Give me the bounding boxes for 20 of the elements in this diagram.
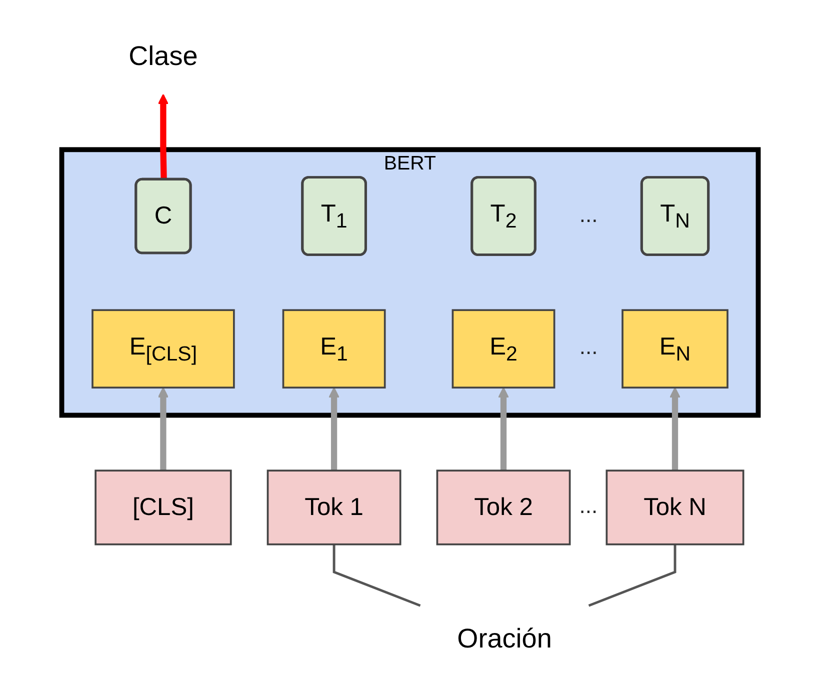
connector bbox=[588, 544, 676, 606]
arrow bbox=[158, 93, 169, 180]
node-box: E$_{[CLS]}$ bbox=[92, 308, 235, 388]
connector bbox=[332, 544, 421, 606]
node-box: E$_{N}$ bbox=[622, 308, 728, 388]
arrow bbox=[158, 386, 169, 470]
node-box: [CLS] bbox=[94, 469, 232, 545]
arrow bbox=[328, 386, 340, 470]
arrow bbox=[498, 386, 509, 470]
node-box: E$_{2}$ bbox=[452, 308, 556, 388]
node-text: Clase bbox=[128, 40, 198, 70]
node-box: Tok 2 bbox=[436, 469, 571, 545]
node-text: Oración bbox=[457, 622, 552, 654]
node-box: E$_{1}$ bbox=[282, 308, 386, 388]
ellipsis-text: ... bbox=[579, 202, 598, 228]
arrow bbox=[670, 386, 680, 470]
node-box: Tok N bbox=[606, 469, 744, 545]
node-box: Tok 1 bbox=[266, 469, 402, 545]
ellipsis-text: ... bbox=[579, 334, 598, 360]
ellipsis-text: ... bbox=[579, 492, 598, 519]
